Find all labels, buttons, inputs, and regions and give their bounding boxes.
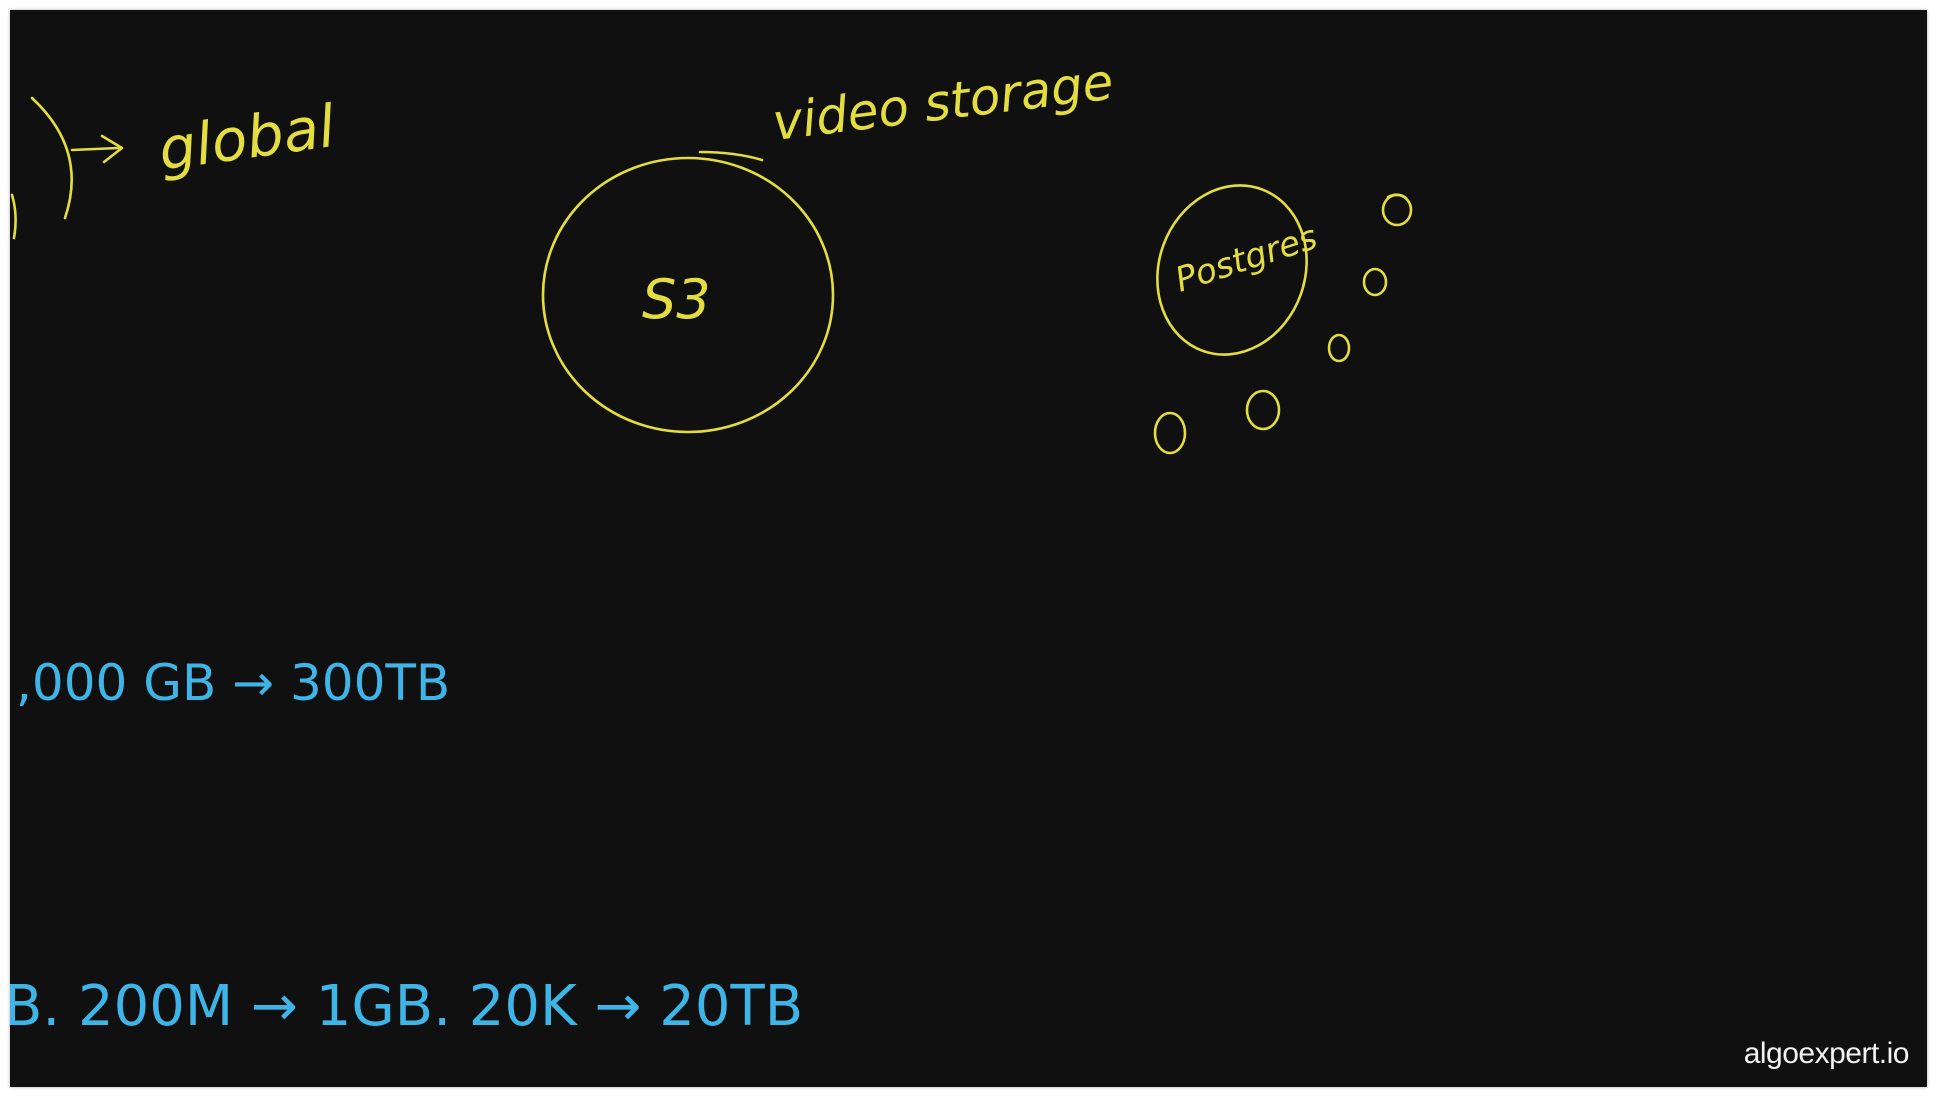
s3-label: S3	[642, 268, 711, 331]
s3-circle-tail	[698, 150, 764, 162]
replica-dot-3	[1327, 333, 1351, 363]
metadata-estimate-line: B. 200M → 1GB. 20K → 20TB	[10, 974, 803, 1039]
postgres-label: Postgres	[1170, 217, 1322, 300]
whiteboard-drawing: global S3 video storage Postgres ,000 GB…	[10, 53, 1413, 1039]
replica-dot-2	[1362, 267, 1388, 297]
replica-dot-4	[1245, 389, 1281, 431]
watermark-logo: algoexpert.io	[1743, 1037, 1910, 1070]
whiteboard-canvas: global S3 video storage Postgres ,000 GB…	[10, 10, 1927, 1087]
replica-dot-5	[1153, 411, 1187, 455]
replica-dot-1	[1381, 193, 1413, 227]
s3-circle	[541, 156, 835, 434]
global-label: global	[154, 92, 339, 184]
bracket-stroke	[30, 96, 73, 220]
partial-letter-stroke	[10, 193, 17, 240]
arrow-to-global	[70, 134, 124, 164]
storage-estimate-line: ,000 GB → 300TB	[16, 654, 450, 712]
replica-dot-1-tick	[1386, 193, 1408, 200]
video-storage-label: video storage	[769, 53, 1116, 152]
postgres-circle	[1156, 184, 1308, 356]
